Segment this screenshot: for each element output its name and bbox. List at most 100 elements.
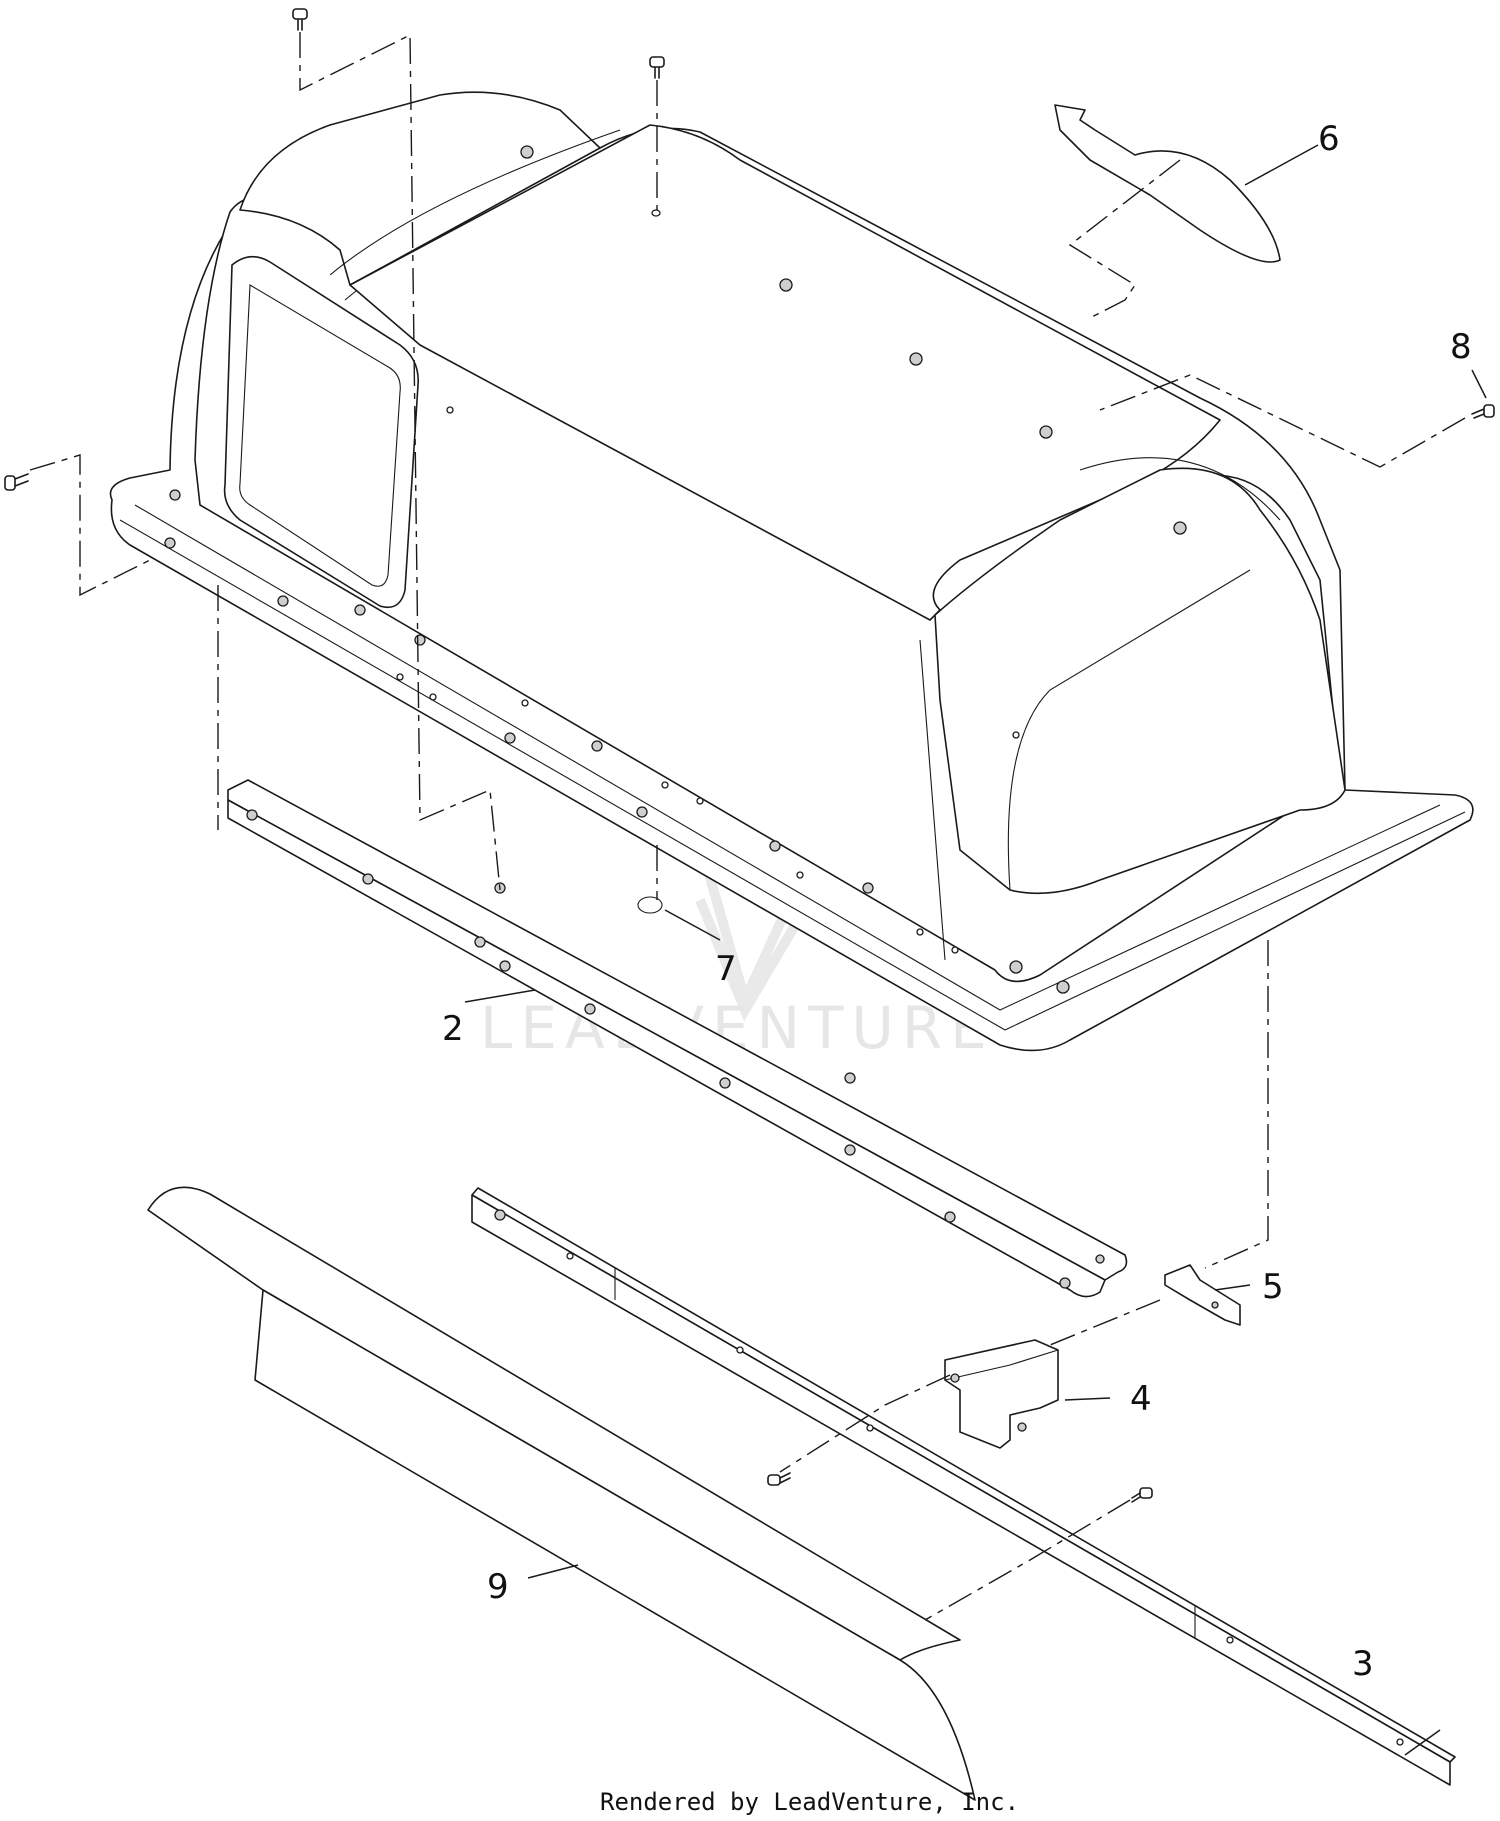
screw-left xyxy=(4,473,29,491)
flange-hole xyxy=(277,595,289,607)
flange-hole xyxy=(354,604,366,616)
part-7-ring xyxy=(637,896,663,914)
hood-side-break xyxy=(919,639,946,961)
screw-lower-right xyxy=(1131,1487,1153,1503)
hood-rear-hump xyxy=(239,91,601,286)
hood-hole xyxy=(164,537,176,549)
hood-hole xyxy=(779,278,793,292)
callout-3: 3 xyxy=(1352,1644,1441,1756)
rail-hole xyxy=(246,809,258,821)
u-bracket-edge xyxy=(944,1349,1059,1381)
screw-top-center xyxy=(649,56,665,79)
bracket-face xyxy=(471,1194,1451,1786)
bracket-hole xyxy=(736,1346,744,1354)
hood-front-crease xyxy=(1007,569,1251,891)
hood-holes xyxy=(164,145,1187,994)
flange-hole xyxy=(769,840,781,852)
callouts: 2 3 4 5 6 7 8 9 xyxy=(442,119,1487,1756)
hood-flange-edge xyxy=(119,519,1466,1031)
hood-top-panel xyxy=(349,124,1221,621)
assembly-lines xyxy=(29,32,1466,1621)
rail-hole xyxy=(584,1003,596,1015)
callout-label-2: 2 xyxy=(442,1009,464,1049)
callout-2: 2 xyxy=(442,989,536,1049)
rail-hole xyxy=(1095,1254,1105,1264)
callout-6: 6 xyxy=(1244,119,1340,186)
callout-label-7: 7 xyxy=(715,949,737,989)
flange-hole xyxy=(951,946,959,954)
bracket-hole xyxy=(566,1252,574,1260)
flange-hole xyxy=(591,740,603,752)
flange-hole xyxy=(521,699,529,707)
callout-9: 9 xyxy=(487,1564,579,1607)
callout-5: 5 xyxy=(1214,1267,1284,1307)
footer-credit: Rendered by LeadVenture, Inc. xyxy=(600,1788,1019,1816)
u-bracket-body xyxy=(944,1339,1059,1449)
hood-hole xyxy=(651,209,661,217)
callout-label-9: 9 xyxy=(487,1567,509,1607)
flange-hole xyxy=(396,673,404,681)
fasteners xyxy=(4,8,1495,1503)
hood-front-crease-2 xyxy=(1079,457,1281,521)
flange-hole xyxy=(696,797,704,805)
rail-hole xyxy=(474,936,486,948)
hood-assembly xyxy=(109,91,1474,1052)
flange-hole xyxy=(796,871,804,879)
flange-hole xyxy=(661,781,669,789)
u-bracket-hole xyxy=(950,1373,960,1383)
hood-hole xyxy=(1012,731,1020,739)
flange-hole xyxy=(414,634,426,646)
flange-hole xyxy=(916,928,924,936)
bracket-hole xyxy=(1226,1636,1234,1644)
hood-hole xyxy=(1009,960,1023,974)
rail-holes xyxy=(246,809,1105,1289)
rail-hole xyxy=(1059,1277,1071,1289)
tool-body xyxy=(1054,104,1281,263)
bracket-hole xyxy=(1396,1738,1404,1746)
callout-label-4: 4 xyxy=(1130,1379,1152,1419)
rail-front-face xyxy=(227,799,1106,1298)
rail-hole xyxy=(844,1144,856,1156)
callout-label-3: 3 xyxy=(1352,1644,1374,1684)
part-3-long-bracket xyxy=(471,1187,1456,1786)
hood-rear-crease xyxy=(329,129,621,276)
part-6-tool xyxy=(1054,104,1281,263)
part-2-side-rail xyxy=(227,779,1128,1298)
clip-hole xyxy=(1211,1301,1219,1309)
rail-hole xyxy=(362,873,374,885)
rail-hole xyxy=(719,1077,731,1089)
flange-holes xyxy=(277,595,959,954)
panel-edge xyxy=(147,1209,264,1291)
flange-hole xyxy=(862,882,874,894)
hood-hole xyxy=(446,406,454,414)
ring-shape xyxy=(637,896,663,914)
screw-part-8 xyxy=(1471,404,1495,419)
hood-hole xyxy=(169,489,181,501)
hood-hole xyxy=(1039,425,1053,439)
flange-hole xyxy=(636,806,648,818)
part-5-clip xyxy=(1164,1264,1241,1326)
flange-hole xyxy=(429,693,437,701)
callout-7: 7 xyxy=(664,909,737,989)
screw-top-left xyxy=(292,8,308,31)
part-9-curved-panel xyxy=(147,1186,976,1801)
hood-hole xyxy=(520,145,534,159)
hood-side-opening-inner xyxy=(239,284,401,587)
callout-4: 4 xyxy=(1064,1379,1152,1419)
rail-hole xyxy=(844,1072,856,1084)
callout-label-5: 5 xyxy=(1262,1267,1284,1307)
rail-hole xyxy=(944,1211,956,1223)
callout-label-8: 8 xyxy=(1450,327,1472,367)
panel-face xyxy=(254,1289,976,1801)
bracket-hole xyxy=(494,1209,506,1221)
hood-hole xyxy=(1056,980,1070,994)
rail-top-face xyxy=(227,779,1128,1281)
hood-hole xyxy=(1173,521,1187,535)
bracket-hole xyxy=(866,1424,874,1432)
hood-hole xyxy=(909,352,923,366)
rail-hole xyxy=(499,960,511,972)
clip-body xyxy=(1164,1264,1241,1326)
part-4-u-bracket xyxy=(944,1339,1059,1449)
screw-lower-left xyxy=(767,1472,791,1486)
